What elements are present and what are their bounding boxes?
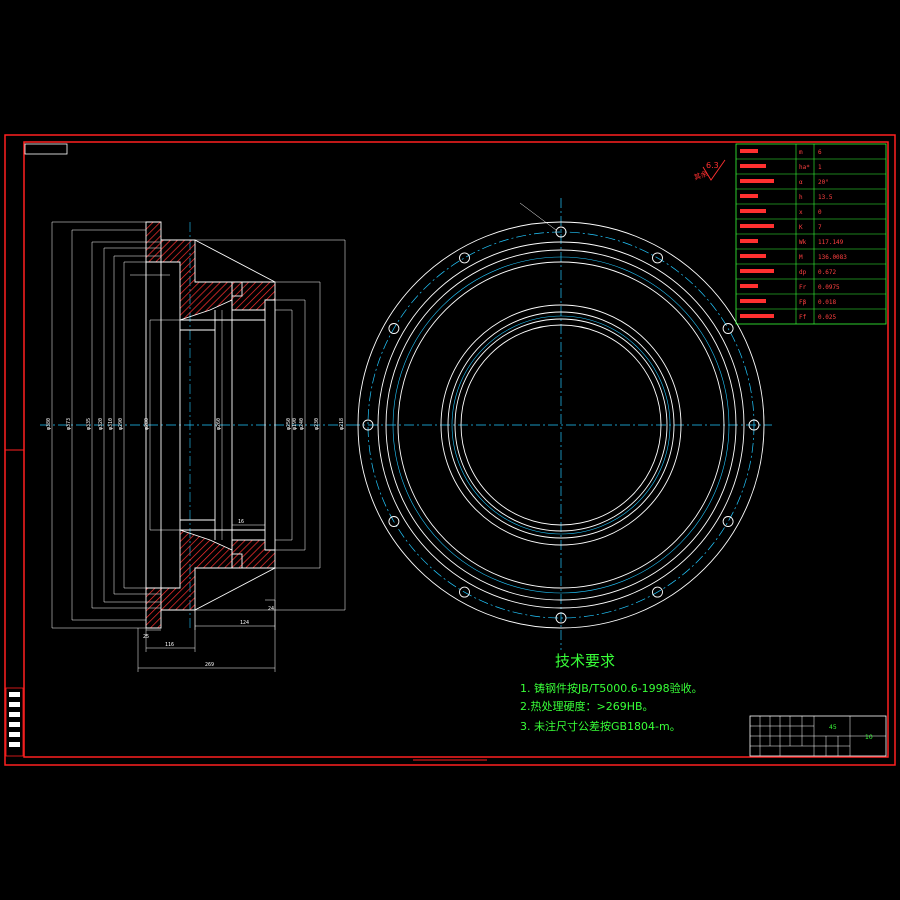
param-symbol: M <box>799 254 803 261</box>
param-value: 0.0975 <box>818 284 840 291</box>
param-value: 117.149 <box>818 239 844 246</box>
dim-vertical-3: φ335 <box>86 418 92 430</box>
param-name-glyph <box>740 239 758 243</box>
outer-flange-circle <box>357 221 765 629</box>
upper-flange-section <box>145 221 233 321</box>
dim-vertical-12: φ218 <box>339 418 345 430</box>
bolt-hole <box>388 323 400 334</box>
dim-vertical-6: φ290 <box>118 418 124 430</box>
dim-hub-length: 124 <box>240 620 249 626</box>
surface-finish-value: 6.3 <box>706 161 719 170</box>
binding-strip <box>5 687 24 757</box>
bolt-hole <box>555 612 567 624</box>
bolt-hole <box>748 419 760 431</box>
bolt-hole <box>555 226 567 238</box>
tech-req-item-3: 3. 未注尺寸公差按GB1804-m。 <box>520 719 681 733</box>
param-symbol: Ff <box>799 314 807 321</box>
param-symbol: h <box>799 194 803 201</box>
tech-req-item-1: 1. 铸钢件按JB/T5000.6-1998验收。 <box>520 681 703 695</box>
outer-border <box>4 134 896 766</box>
front-view <box>350 198 772 650</box>
param-symbol: ha* <box>799 164 810 171</box>
dim-vertical-13: φ190 <box>292 418 298 430</box>
dim-vertical-4: φ320 <box>98 418 104 430</box>
bolt-hole <box>459 252 470 264</box>
tech-req-item-2: 2.热处理硬度：>269HB。 <box>520 699 654 713</box>
surface-finish-symbol: 6.3 其余 <box>693 159 726 182</box>
param-value: 7 <box>818 224 822 231</box>
bolt-hole <box>652 586 663 598</box>
param-symbol: Fr <box>799 284 807 291</box>
param-value: 20° <box>818 179 829 186</box>
tech-req-title: 技术要求 <box>555 652 615 670</box>
param-name-glyph <box>740 179 774 183</box>
param-value: 0.025 <box>818 314 836 321</box>
param-name-glyph <box>740 194 758 198</box>
dim-overall-length: 269 <box>205 662 214 668</box>
param-symbol: K <box>799 224 803 231</box>
dim-step: 16 <box>238 519 244 525</box>
dim-vertical-5: φ310 <box>108 418 114 430</box>
bolt-hole <box>388 516 400 527</box>
param-name-glyph <box>740 164 766 168</box>
param-name-glyph <box>740 254 766 258</box>
param-value: 0.672 <box>818 269 836 276</box>
corner-label-box <box>24 143 68 155</box>
param-value: 6 <box>818 149 822 156</box>
technical-requirements: 技术要求 1. 铸钢件按JB/T5000.6-1998验收。 2.热处理硬度：>… <box>520 652 703 733</box>
title-block-material: 45 <box>829 724 837 731</box>
param-symbol: dp <box>799 269 807 276</box>
dim-thickness: 25 <box>143 634 149 640</box>
dim-vertical-7: φ280 <box>144 418 150 430</box>
bolt-hole <box>362 419 374 431</box>
param-value: 1 <box>818 164 822 171</box>
param-name-glyph <box>740 299 766 303</box>
bolt-hole <box>722 323 734 334</box>
param-name-glyph <box>740 209 766 213</box>
bolt-hole <box>722 516 734 527</box>
param-value: 13.5 <box>818 194 833 201</box>
dim-small-step: 24 <box>268 606 274 612</box>
param-symbol: m <box>799 149 803 156</box>
param-name-glyph <box>740 284 758 288</box>
param-name-glyph <box>740 314 774 318</box>
dim-vertical-2: φ373 <box>66 418 72 430</box>
param-symbol: α <box>799 179 803 186</box>
param-symbol: x <box>799 209 803 216</box>
param-value: 136.0083 <box>818 254 847 261</box>
section-view: 269 124 116 16 24 25 φ380 φ373 φ335 φ320… <box>40 221 350 672</box>
surface-finish-label: 其余 <box>693 169 709 182</box>
dim-vertical-8: φ260 <box>216 418 222 430</box>
title-block: 45 10 <box>749 715 887 757</box>
param-symbol: Wk <box>799 239 807 246</box>
dim-vertical-1: φ380 <box>46 418 52 430</box>
lower-flange-section <box>145 529 233 629</box>
title-block-code: 10 <box>865 734 873 741</box>
param-symbol: Fβ <box>799 299 807 306</box>
dim-vertical-10: φ240 <box>299 418 305 430</box>
dim-vertical-11: φ230 <box>314 418 320 430</box>
param-name-glyph <box>740 269 774 273</box>
param-value: 0 <box>818 209 822 216</box>
param-value: 0.018 <box>818 299 836 306</box>
dim-flange-offset: 116 <box>165 642 174 648</box>
bolt-hole <box>459 586 470 598</box>
param-name-glyph <box>740 149 758 153</box>
bolt-hole <box>652 252 663 264</box>
bolt-holes <box>362 226 760 624</box>
param-name-glyph <box>740 224 774 228</box>
dim-vertical-9: φ250 <box>286 418 292 430</box>
bolt-circle <box>367 231 755 619</box>
